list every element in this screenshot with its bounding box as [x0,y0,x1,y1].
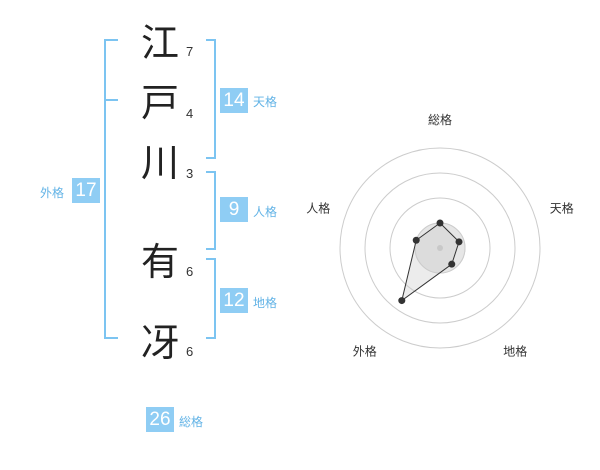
stroke-count-2: 4 [186,106,194,121]
radar-ring-2 [389,197,491,299]
radar-center-dot [437,245,443,251]
tenkaku-value: 14 [220,88,248,113]
stroke-count-1: 7 [186,44,194,59]
name-char-5: 冴 [140,321,179,365]
radar-ring-3 [364,172,516,324]
radar-axis-label-2: 天格 [550,200,574,215]
name-char-4: 有 [140,240,179,284]
chikaku-value: 12 [220,288,248,313]
jinkaku-label: 人格 [253,205,278,219]
soukaku-label: 総格 [179,415,204,429]
stroke-count-3: 3 [186,166,194,181]
radar-axis-label-1: 総格 [428,112,452,127]
radar-point-5 [412,236,420,244]
chikaku-bracket [206,258,216,339]
tenkaku-label: 天格 [253,95,278,109]
gaikaku-label: 外格 [40,186,65,200]
name-char-2: 戸 [140,81,179,125]
soukaku-value: 26 [146,407,174,432]
stroke-count-5: 6 [186,344,194,359]
name-char-1: 江 [140,21,179,65]
jinkaku-value: 9 [220,197,248,222]
tenkaku-bracket [206,39,216,159]
radar-point-4 [398,297,406,305]
radar-axis-label-5: 人格 [306,200,330,215]
stroke-count-4: 6 [186,264,194,279]
radar-point-3 [448,260,456,268]
name-char-3: 川 [140,141,179,185]
jinkaku-bracket [206,171,216,250]
gaikaku-bracket [104,39,118,339]
radar-axis-label-3: 地格 [503,344,527,359]
chikaku-label: 地格 [253,296,278,310]
radar-ring-4 [339,147,541,349]
radar-axis-label-4: 外格 [353,344,377,359]
radar-point-1 [436,219,444,227]
radar-point-2 [455,238,463,246]
gaikaku-value: 17 [72,178,100,203]
